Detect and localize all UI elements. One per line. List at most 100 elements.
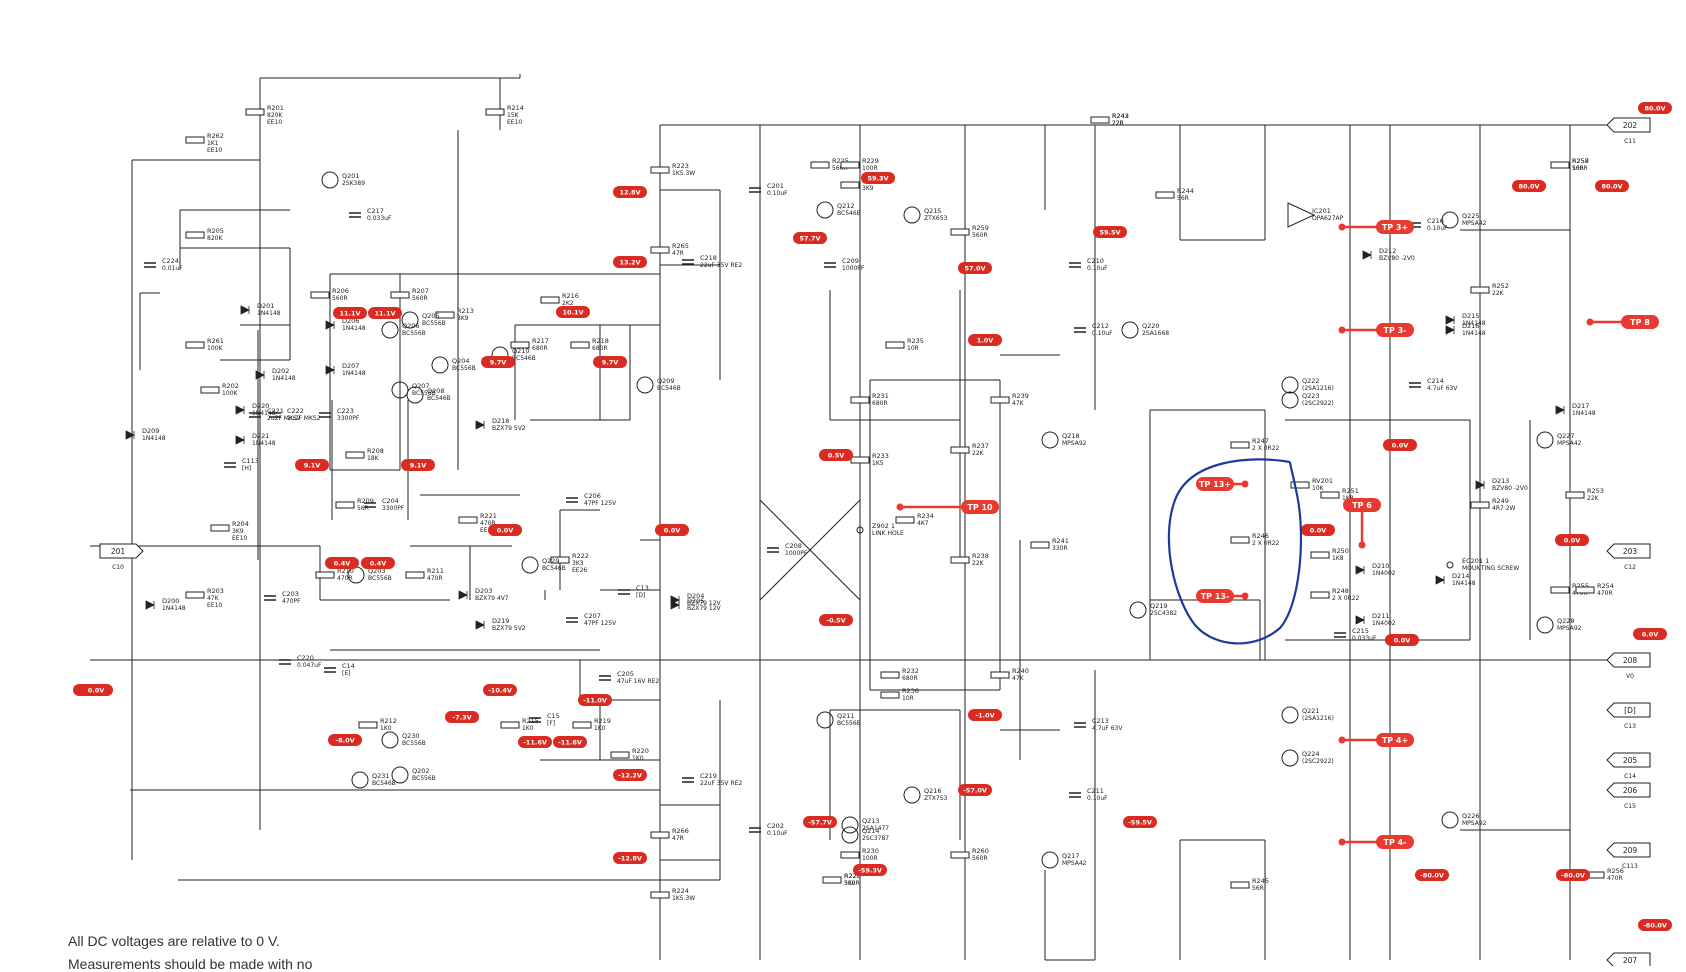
resistor-symbol <box>458 516 478 524</box>
resistor-symbol <box>990 396 1010 404</box>
component-ref: C15 <box>547 712 560 720</box>
component-value: LINK HOLE <box>872 530 904 537</box>
component-ref: D217 <box>1572 402 1589 410</box>
test-point-dot <box>1338 223 1346 231</box>
component-value: 1N4148 <box>1572 410 1596 417</box>
test-point-label: TP 13- <box>1201 592 1230 601</box>
capacitor-symbol <box>566 497 578 503</box>
voltage-badge-bg <box>1385 634 1419 646</box>
diode-symbol <box>1555 405 1565 415</box>
component-ref: D200 <box>162 597 179 605</box>
test-point-label: TP 10 <box>967 503 993 512</box>
component-value: BZX79 4V7 <box>475 595 509 602</box>
component-value: BC556B <box>402 740 426 747</box>
capacitor-symbol <box>1334 632 1346 638</box>
component-ref: D216 <box>1462 322 1479 330</box>
test-point-badge <box>1196 477 1234 491</box>
component-c13: C13[D] <box>618 584 649 599</box>
voltage-badge-bg <box>578 694 612 706</box>
voltage-badge: -7.3V <box>445 711 479 723</box>
voltage-badge: 9.1V <box>295 459 329 471</box>
component-value: 56R <box>357 505 369 512</box>
diode-symbol <box>475 420 485 430</box>
component-ref: Q205 <box>422 312 440 320</box>
voltage-value: 1.0V <box>977 337 994 345</box>
diode-symbol <box>240 305 250 315</box>
voltage-value: 9.1V <box>410 462 427 470</box>
component-ref: D202 <box>272 367 289 375</box>
voltage-badge: -0.5V <box>819 614 853 626</box>
voltage-value: 59.3V <box>867 175 888 183</box>
capacitor-symbol <box>249 412 261 418</box>
annotations: 201C10202C11203C12208V0207C16[D]C13205C1… <box>73 102 1672 966</box>
component-ref: R231 <box>872 392 889 400</box>
component-value: 1K0 <box>632 755 644 762</box>
component-ref: Q220 <box>1142 322 1160 330</box>
component-value: 2SC3787 <box>862 835 889 842</box>
test-point-tp8: TP 8 <box>1586 315 1659 329</box>
component-ref: R244 <box>1177 187 1194 195</box>
component-value: BC556B <box>368 575 392 582</box>
resistor-symbol <box>1320 491 1340 499</box>
test-point-dot <box>1338 838 1346 846</box>
transistor-symbol <box>1129 601 1147 619</box>
voltage-value: 0.4V <box>370 560 387 568</box>
voltage-value: 80.0V <box>1601 183 1622 191</box>
diode-symbol <box>1355 565 1365 575</box>
component-value: 4K7 <box>917 520 929 527</box>
component-ref: C224 <box>162 257 179 265</box>
diode-symbol <box>475 620 485 630</box>
component-symbols: R201820KEE10R21415KEE10R2621K1EE10R20582… <box>125 104 1624 902</box>
component-ref: R253 <box>1587 487 1604 495</box>
component-ref: Q221 <box>1302 707 1320 715</box>
component-ref: R256 <box>1607 867 1624 875</box>
component-ref: R213 <box>457 307 474 315</box>
port-label: C12 <box>1624 564 1636 571</box>
component-ref: Q223 <box>1302 392 1320 400</box>
component-value: 2u2F MKS2 <box>267 415 301 422</box>
component-value: 2SC4382 <box>1150 610 1177 617</box>
component-ref: C211 <box>1087 787 1104 795</box>
component-value: 10R <box>902 695 914 702</box>
diode-symbol <box>125 430 135 440</box>
resistor-symbol <box>185 231 205 239</box>
component-value: BC546B <box>427 395 451 402</box>
component-ref: R230 <box>862 847 879 855</box>
transistor-symbol <box>841 816 859 834</box>
voltage-value: 57.0V <box>964 265 985 273</box>
resistor-symbol <box>895 516 915 524</box>
resistor-symbol <box>650 246 670 254</box>
port-outline <box>1606 702 1651 718</box>
resistor-symbol <box>405 571 425 579</box>
transistor-symbol <box>1536 431 1554 449</box>
component-ref: R201 <box>267 104 284 112</box>
voltage-badge-bg <box>613 256 647 268</box>
component-ref: D220 <box>252 402 269 410</box>
component-ref: EC201 1 <box>1462 557 1489 565</box>
component-ref: C207 <box>584 612 601 620</box>
voltage-badge-bg <box>819 449 853 461</box>
voltage-badge: -57.7V <box>803 816 837 828</box>
voltage-value: 9.1V <box>304 462 321 470</box>
component-value: 1000PF <box>785 550 808 557</box>
transistor-symbol <box>401 311 419 329</box>
